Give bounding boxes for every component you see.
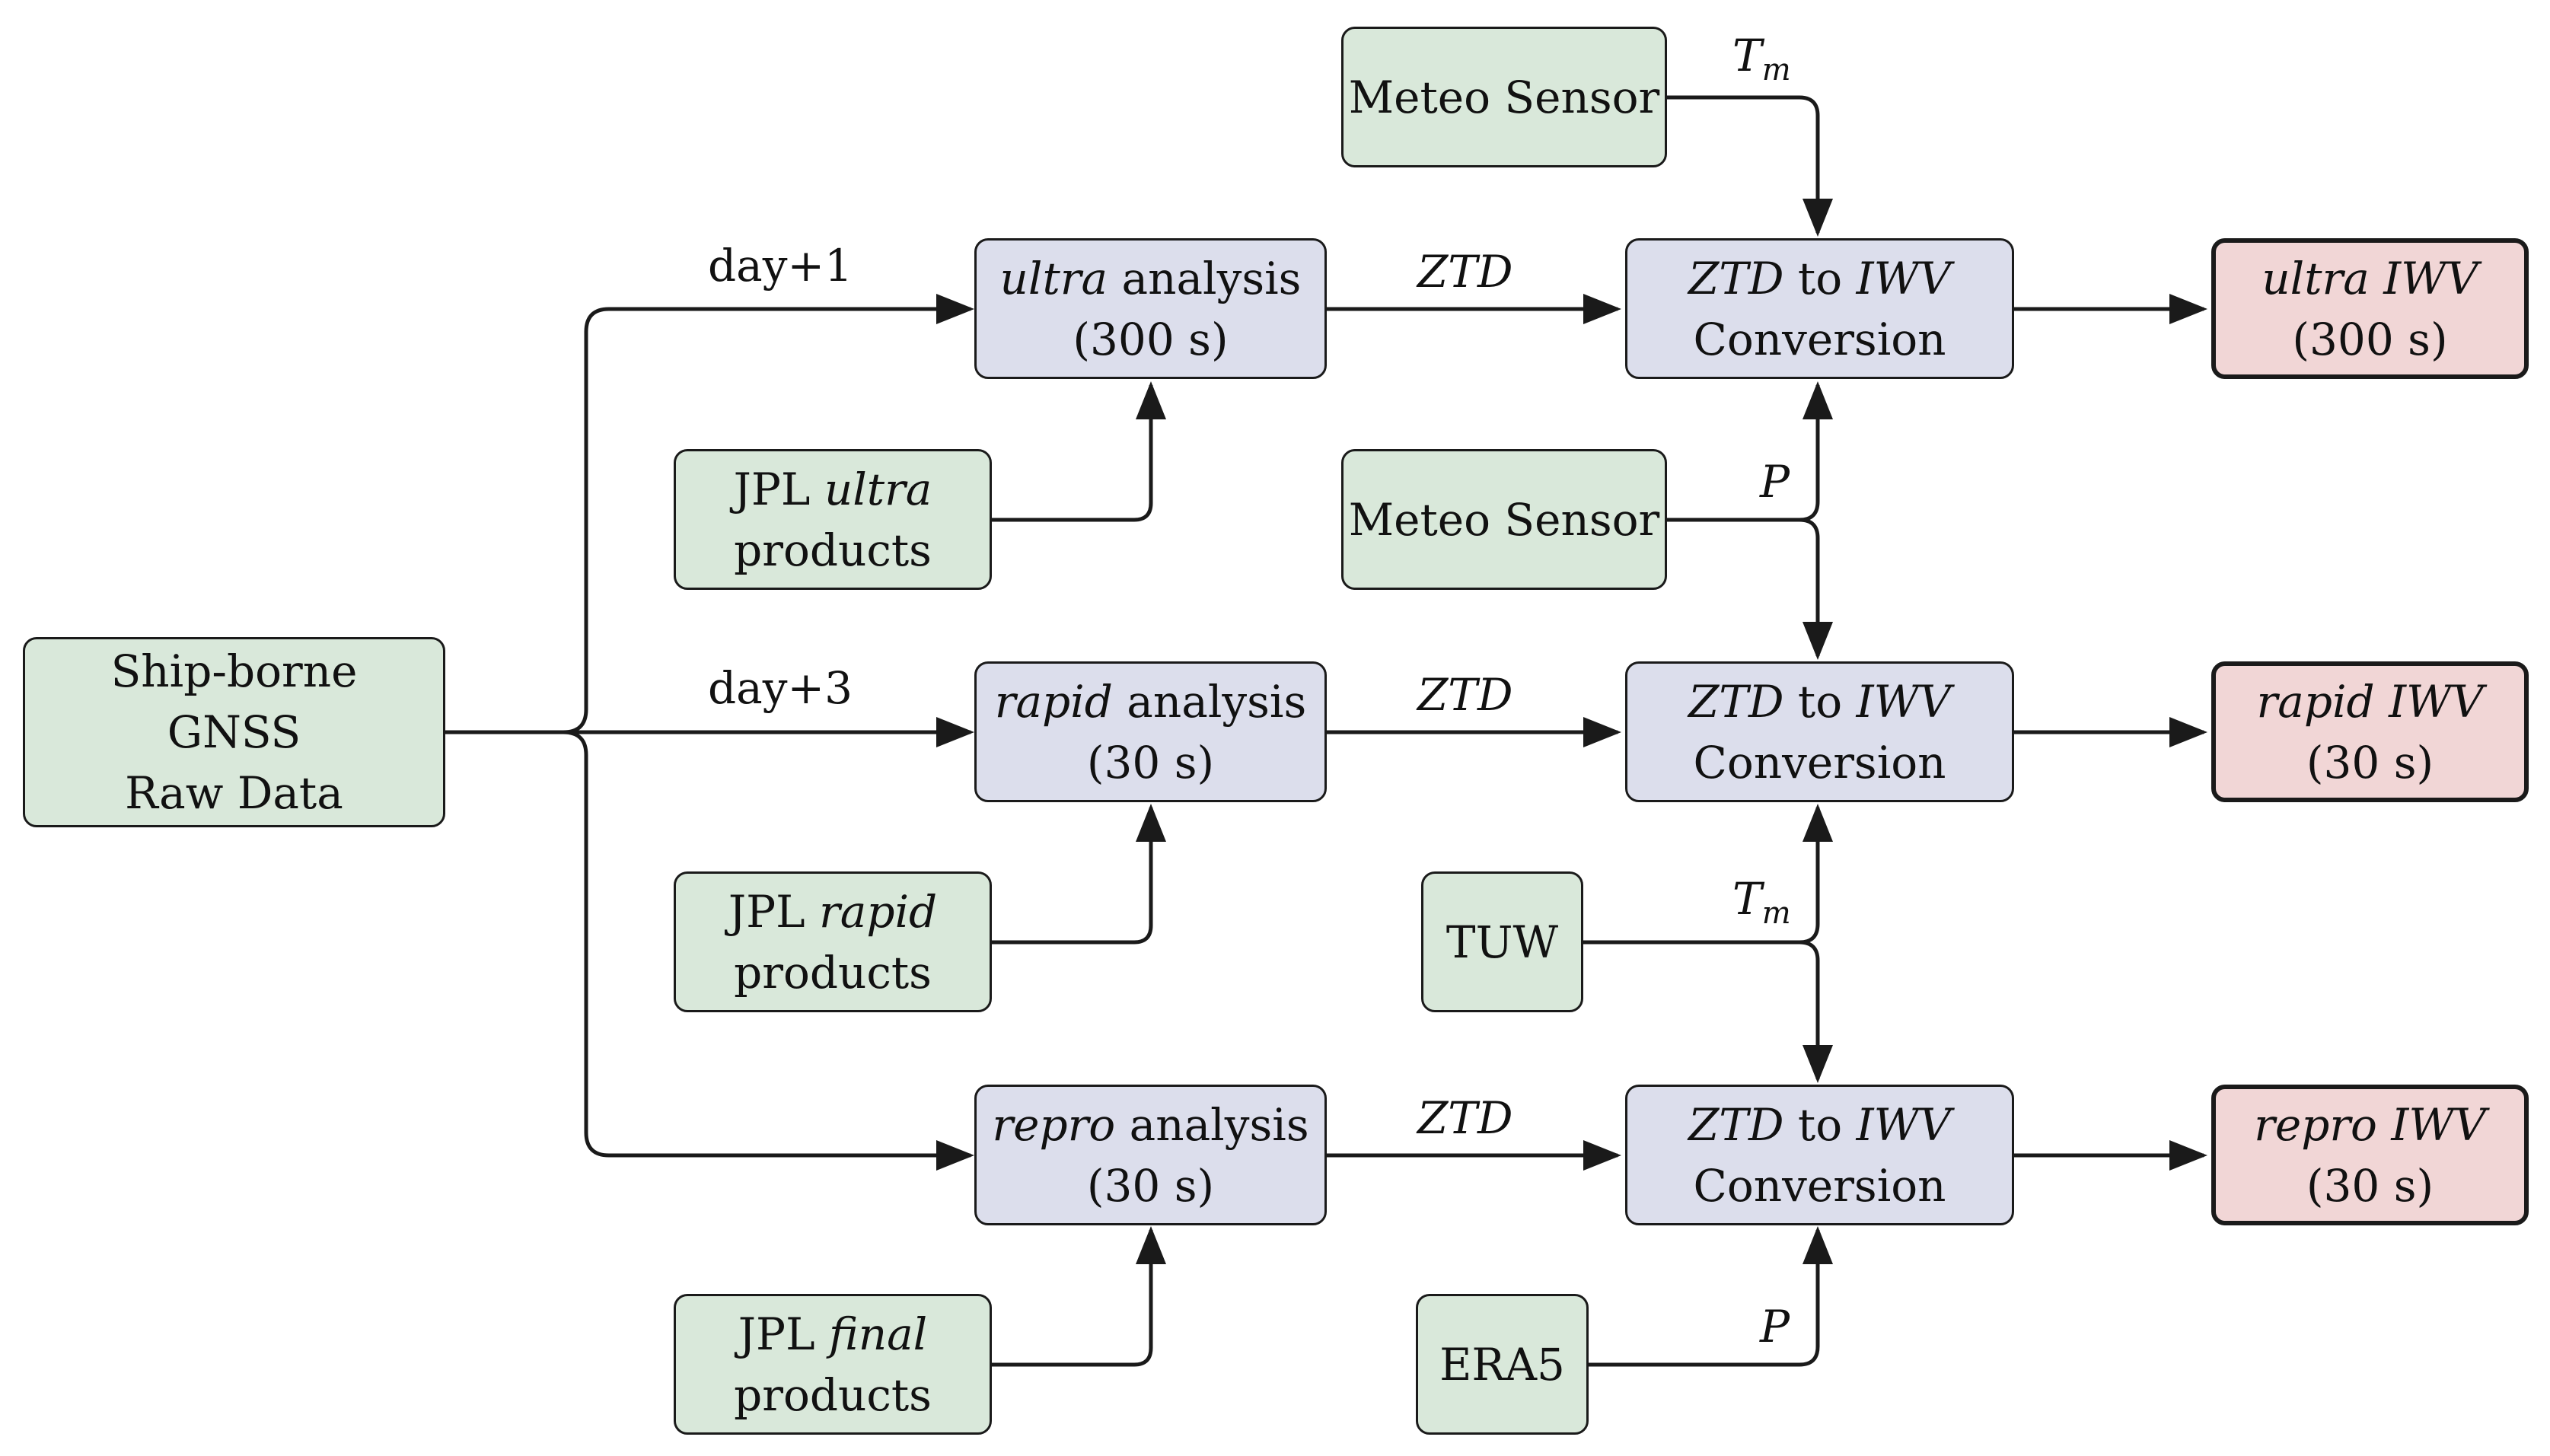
repro-analysis-word: analysis — [1115, 1098, 1309, 1151]
conversion-mid-ztd: ZTD — [1688, 675, 1784, 728]
conversion-top-iwv: IWV — [1856, 252, 1952, 304]
jpl-final-line2: products — [734, 1368, 932, 1421]
conversion-bot-line2: Conversion — [1693, 1159, 1946, 1212]
label-tm-top-base: T — [1732, 30, 1762, 81]
conversion-mid-line1: ZTD to IWV — [1688, 671, 1951, 732]
rapid-analysis-line2: (30 s) — [1086, 736, 1215, 789]
raw-data-line2: GNSS — [167, 706, 301, 758]
jpl-final-node: JPL final products — [674, 1294, 992, 1435]
conversion-top-ztd: ZTD — [1688, 252, 1784, 304]
label-day-plus-3: day+3 — [708, 662, 853, 714]
era5-node: ERA5 — [1416, 1294, 1589, 1435]
label-day-plus-1: day+1 — [708, 240, 853, 292]
jpl-rapid-line2: products — [734, 946, 932, 999]
meteo-sensor-top-label: Meteo Sensor — [1348, 71, 1660, 123]
label-tm-top-sub: m — [1761, 53, 1791, 88]
tuw-label: TUW — [1446, 916, 1559, 968]
era5-label: ERA5 — [1439, 1338, 1565, 1391]
output-rapid-line2: (30 s) — [2306, 736, 2434, 789]
output-ultra-line2: (300 s) — [2292, 313, 2448, 365]
edge-meteo-mid-down — [1799, 518, 1833, 660]
ultra-analysis-line2: (300 s) — [1073, 313, 1229, 365]
output-ultra-node: ultra IWV (300 s) — [2211, 238, 2529, 379]
edge-jpl-rapid — [991, 804, 1166, 945]
conversion-mid-node: ZTD to IWV Conversion — [1625, 661, 2014, 802]
jpl-rapid-line1: JPL rapid — [728, 881, 937, 942]
raw-data-line1: Ship-borne — [110, 645, 358, 697]
edge-tuw-down — [1799, 940, 1833, 1083]
conversion-bot-ztd: ZTD — [1688, 1098, 1784, 1151]
edge-meteo-top — [1665, 95, 1833, 237]
output-rapid-line1: rapid IWV — [2256, 675, 2484, 728]
jpl-final-line1: JPL final — [738, 1304, 927, 1365]
rapid-analysis-line1: rapid analysis — [995, 671, 1306, 732]
ultra-analysis-type: ultra — [999, 252, 1108, 304]
jpl-ultra-line1: JPL ultra — [734, 459, 932, 520]
label-p-mid: P — [1760, 456, 1790, 508]
jpl-rapid-type: rapid — [819, 885, 938, 938]
repro-analysis-node: repro analysis (30 s) — [974, 1085, 1327, 1225]
ultra-analysis-line1: ultra analysis — [1000, 248, 1302, 309]
conversion-bot-node: ZTD to IWV Conversion — [1625, 1085, 2014, 1225]
edge-raw-to-repro — [563, 730, 974, 1171]
repro-analysis-line1: repro analysis — [992, 1094, 1308, 1155]
meteo-sensor-mid-node: Meteo Sensor — [1341, 449, 1667, 590]
edge-jpl-final — [991, 1226, 1166, 1367]
output-repro-node: repro IWV (30 s) — [2211, 1085, 2529, 1225]
repro-analysis-line2: (30 s) — [1086, 1159, 1215, 1212]
output-rapid-node: rapid IWV (30 s) — [2211, 661, 2529, 802]
raw-data-node: Ship-borne GNSS Raw Data — [23, 637, 445, 827]
ultra-analysis-word: analysis — [1108, 252, 1302, 304]
conversion-top-node: ZTD to IWV Conversion — [1625, 238, 2014, 379]
jpl-final-type: final — [829, 1308, 928, 1360]
jpl-ultra-line2: products — [734, 524, 932, 576]
rapid-analysis-word: analysis — [1112, 675, 1307, 728]
label-ztd-mid: ZTD — [1417, 669, 1513, 721]
label-p-bot: P — [1760, 1301, 1790, 1352]
ultra-analysis-node: ultra analysis (300 s) — [974, 238, 1327, 379]
tuw-node: TUW — [1421, 871, 1583, 1012]
rapid-analysis-type: rapid — [994, 675, 1113, 728]
repro-analysis-type: repro — [992, 1098, 1116, 1151]
label-tm-low-sub: m — [1761, 896, 1791, 931]
jpl-ultra-node: JPL ultra products — [674, 449, 992, 590]
conversion-top-line2: Conversion — [1693, 313, 1946, 365]
conversion-mid-line2: Conversion — [1693, 736, 1946, 789]
label-tm-top: Tm — [1732, 30, 1791, 85]
jpl-final-prefix: JPL — [738, 1308, 830, 1360]
meteo-sensor-top-node: Meteo Sensor — [1341, 27, 1667, 167]
output-ultra-line1: ultra IWV — [2262, 252, 2478, 304]
edge-era5 — [1589, 1226, 1833, 1367]
conversion-mid-to: to — [1783, 675, 1857, 728]
conversion-top-to: to — [1783, 252, 1857, 304]
edge-raw-to-ultra — [563, 294, 974, 734]
meteo-sensor-mid-label: Meteo Sensor — [1348, 493, 1660, 546]
conversion-top-line1: ZTD to IWV — [1688, 248, 1951, 309]
conversion-bot-line1: ZTD to IWV — [1688, 1094, 1951, 1155]
edge-meteo-mid-up — [1665, 381, 1833, 522]
label-ztd-top: ZTD — [1417, 246, 1513, 298]
output-repro-line2: (30 s) — [2306, 1159, 2434, 1212]
jpl-ultra-prefix: JPL — [733, 463, 824, 515]
label-tm-low-base: T — [1732, 873, 1762, 925]
edge-jpl-ultra — [991, 381, 1166, 522]
jpl-rapid-node: JPL rapid products — [674, 871, 992, 1012]
jpl-rapid-prefix: JPL — [728, 885, 820, 938]
label-ztd-bot: ZTD — [1417, 1092, 1513, 1144]
conversion-bot-to: to — [1783, 1098, 1857, 1151]
conversion-bot-iwv: IWV — [1856, 1098, 1952, 1151]
rapid-analysis-node: rapid analysis (30 s) — [974, 661, 1327, 802]
jpl-ultra-type: ultra — [824, 463, 932, 515]
label-tm-low: Tm — [1732, 873, 1791, 929]
raw-data-line3: Raw Data — [125, 767, 343, 819]
output-repro-line1: repro IWV — [2254, 1098, 2486, 1151]
conversion-mid-iwv: IWV — [1856, 675, 1952, 728]
